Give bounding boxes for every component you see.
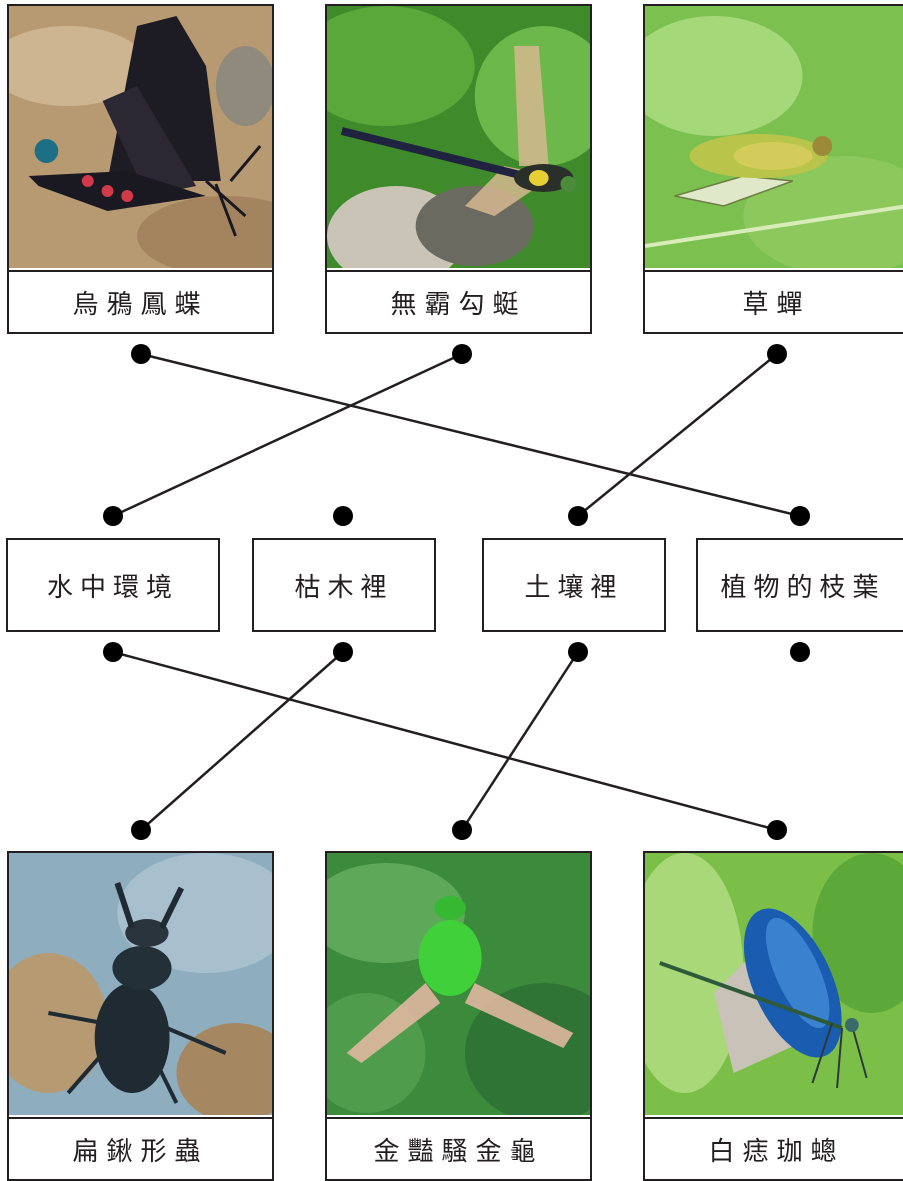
insect-card-damselfly[interactable]: 白痣珈蟌 xyxy=(643,851,903,1181)
insect-card-butterfly[interactable]: 烏鴉鳳蝶 xyxy=(7,4,274,334)
cicada-icon xyxy=(645,6,903,268)
dragonfly-icon xyxy=(327,6,590,268)
insect-name-label: 烏鴉鳳蝶 xyxy=(9,270,272,332)
dot-butterfly[interactable] xyxy=(131,344,151,364)
habitat-box-soil[interactable]: 土壤裡 xyxy=(482,538,666,632)
insect-name-label: 無霸勾蜓 xyxy=(327,270,590,332)
line-water-to-damselfly xyxy=(112,650,778,832)
dot-soil-top[interactable] xyxy=(568,506,588,526)
scarab-beetle-icon xyxy=(327,853,590,1115)
habitat-box-deadwood[interactable]: 枯木裡 xyxy=(252,538,436,632)
dot-cicada[interactable] xyxy=(767,344,787,364)
dot-deadwood-bottom[interactable] xyxy=(333,642,353,662)
insect-name-label: 白痣珈蟌 xyxy=(645,1117,903,1179)
damselfly-icon xyxy=(645,853,903,1115)
dot-plant-top[interactable] xyxy=(790,506,810,526)
line-soil-to-scarab xyxy=(460,651,580,831)
dot-plant-bottom[interactable] xyxy=(790,642,810,662)
line-dragonfly-to-water xyxy=(112,352,463,518)
dot-dragonfly[interactable] xyxy=(452,344,472,364)
dot-deadwood-top[interactable] xyxy=(333,506,353,526)
dot-stag-beetle[interactable] xyxy=(131,820,151,840)
insect-name-label: 草蟬 xyxy=(645,270,903,332)
stag-beetle-icon xyxy=(9,853,272,1115)
insect-card-dragonfly[interactable]: 無霸勾蜓 xyxy=(325,4,592,334)
habitat-box-water[interactable]: 水中環境 xyxy=(6,538,220,632)
line-deadwood-to-stag-beetle xyxy=(140,651,344,831)
insect-card-stag-beetle[interactable]: 扁鍬形蟲 xyxy=(7,851,274,1181)
habitat-box-plant[interactable]: 植物的枝葉 xyxy=(696,538,903,632)
dot-soil-bottom[interactable] xyxy=(568,642,588,662)
insect-card-cicada[interactable]: 草蟬 xyxy=(643,4,903,334)
line-cicada-to-soil xyxy=(577,353,778,517)
insect-name-label: 金豔騷金龜 xyxy=(327,1117,590,1179)
insect-name-label: 扁鍬形蟲 xyxy=(9,1117,272,1179)
line-butterfly-to-plant xyxy=(140,352,801,518)
insect-card-scarab[interactable]: 金豔騷金龜 xyxy=(325,851,592,1181)
dot-water-bottom[interactable] xyxy=(103,642,123,662)
dot-water-top[interactable] xyxy=(103,506,123,526)
butterfly-icon xyxy=(9,6,272,268)
dot-damselfly[interactable] xyxy=(767,820,787,840)
dot-scarab[interactable] xyxy=(452,820,472,840)
